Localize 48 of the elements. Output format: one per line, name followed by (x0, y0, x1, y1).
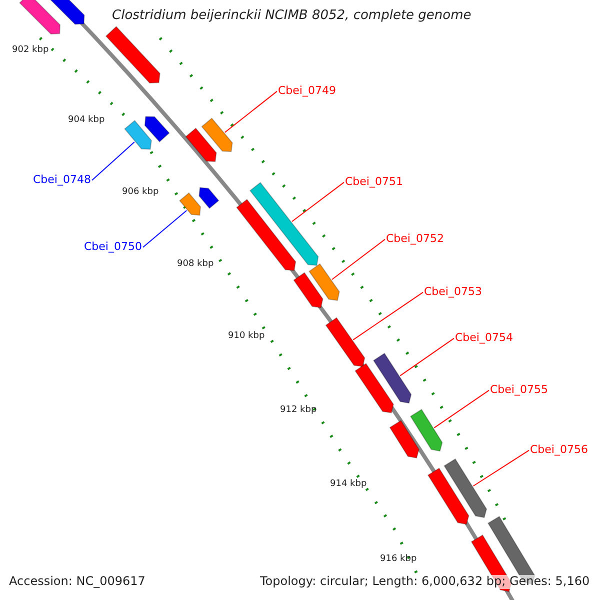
gene-label: Cbei_0752 (386, 233, 444, 246)
scale-label: 904 kbp (68, 115, 105, 126)
gene-label: Cbei_0755 (490, 384, 548, 397)
gene-label: Cbei_0749 (278, 85, 336, 98)
gene-bar (427, 468, 470, 525)
leader-line (92, 142, 135, 181)
gene-bar (201, 118, 233, 152)
scale-label: 902 kbp (12, 45, 49, 56)
gene-bar (410, 408, 443, 452)
scale-label: 916 kbp (380, 554, 417, 564)
leader-line (142, 210, 188, 248)
gene-label: Cbei_0754 (455, 332, 513, 345)
scale-label: 910 kbp (228, 331, 265, 342)
leader-line (224, 90, 278, 133)
gene-bar (236, 198, 296, 272)
gene-bar (308, 263, 340, 301)
leader-line (434, 390, 490, 428)
gene-bar (19, 0, 61, 35)
gene-bar (144, 116, 170, 142)
gene-bar (178, 192, 201, 216)
scale-label: 914 kbp (330, 479, 367, 490)
gene-bar (198, 187, 220, 209)
leader-line (472, 450, 530, 486)
gene-bar (389, 420, 420, 459)
genome-info-text: Topology: circular; Length: 6,000,632 bp; Genes: 5,160 (260, 575, 590, 589)
genome-title: Clostridium beijerinckii NCIMB 8052, complete genome (112, 9, 472, 24)
gene-bar (293, 272, 324, 308)
gene-bar (325, 317, 366, 368)
gene-label: Cbei_0750 (84, 241, 142, 254)
gene-bar (372, 352, 412, 404)
leader-line (400, 338, 454, 376)
scale-label: 908 kbp (177, 259, 214, 270)
gene-label: Cbei_0756 (530, 444, 588, 457)
accession-text: Accession: NC_009617 (9, 575, 146, 589)
gene-bar (354, 362, 394, 414)
leader-line (352, 292, 424, 340)
gene-bar (249, 182, 319, 266)
leader-line (292, 182, 344, 222)
gene-label: Cbei_0748 (33, 174, 91, 187)
gene-label: Cbei_0753 (424, 286, 482, 299)
gene-label: Cbei_0751 (345, 176, 403, 189)
scale-label: 912 kbp (280, 405, 317, 416)
gene-bar (444, 458, 488, 518)
gene-bar (105, 26, 160, 84)
scale-label: 906 kbp (122, 187, 159, 198)
gene-bar (124, 120, 152, 150)
leader-line (332, 238, 386, 280)
gene-bar (185, 128, 217, 162)
